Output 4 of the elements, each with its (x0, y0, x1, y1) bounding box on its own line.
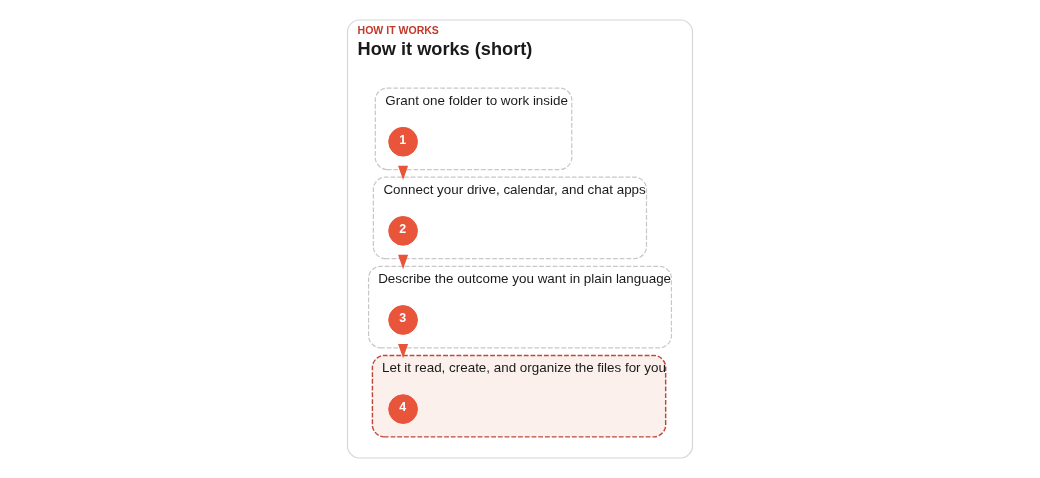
node-circle: 1 (388, 126, 418, 157)
node-circle: 2 (388, 216, 418, 246)
node-circle: 3 (388, 305, 418, 335)
node-circle: 4 (388, 394, 418, 424)
